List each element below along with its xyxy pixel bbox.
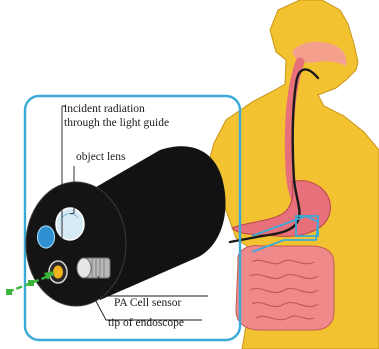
label-object-lens: object lens xyxy=(76,151,126,163)
object-lens xyxy=(56,208,84,240)
endoscope-tip xyxy=(26,146,226,306)
label-pa-cell-sensor: PA Cell sensor xyxy=(114,297,181,309)
light-guide-core xyxy=(53,266,63,279)
human-body xyxy=(207,0,379,349)
label-incident-radiation-line1: incident radiation xyxy=(64,103,145,115)
pa-cell-sensor xyxy=(77,258,110,278)
label-tip-of-endoscope: tip of endoscope xyxy=(108,317,184,329)
label-incident-radiation-line2: through the light guide xyxy=(64,117,169,129)
large-intestine xyxy=(236,246,334,330)
light-port-blue xyxy=(38,226,55,248)
